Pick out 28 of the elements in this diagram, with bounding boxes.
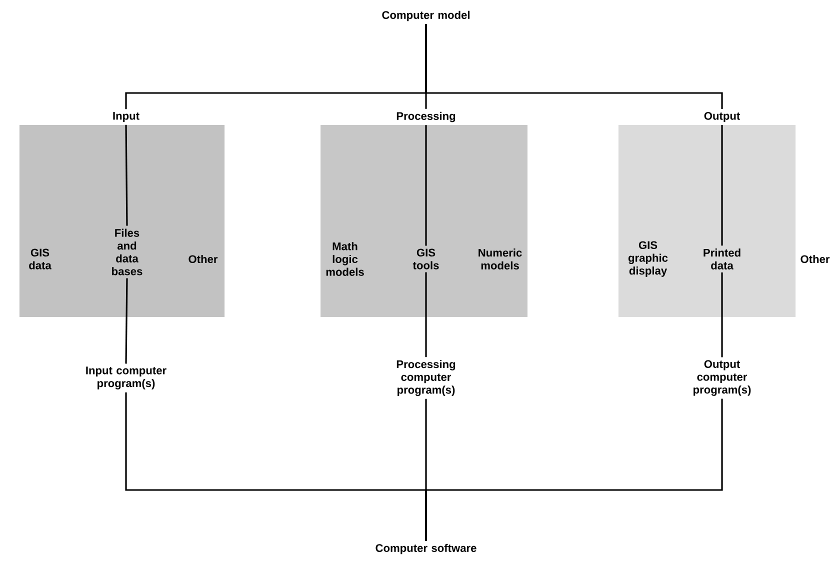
connector-line (125, 278, 128, 364)
box-text: Other (188, 254, 218, 264)
shaded-box (320, 125, 528, 317)
box-text: GIS graphic display (628, 241, 668, 277)
box-text: Files and data bases (112, 228, 142, 276)
box-text: GIS data (29, 248, 52, 270)
program-label: Input computer program(s) (86, 366, 166, 390)
connector-line (425, 125, 427, 246)
heading: Computer model (382, 10, 470, 22)
connector-line (721, 124, 723, 246)
program-label: Processing computer program(s) (396, 360, 456, 396)
connector-line (425, 24, 723, 110)
stage-label: Input (113, 112, 140, 122)
program-label: Output computer program(s) (694, 360, 751, 396)
heading: Computer software (376, 544, 476, 554)
shaded-box (19, 125, 225, 317)
connector-line (425, 272, 427, 358)
box-text: GIS tools (412, 248, 439, 270)
box-text: Printed data (704, 248, 740, 270)
side-text: Other (800, 254, 830, 264)
connector-line (125, 124, 128, 226)
shaded-box (618, 125, 796, 317)
stage-label: Output (704, 112, 740, 122)
stage-label: Processing (396, 112, 456, 122)
box-text: Math logic models (326, 242, 364, 276)
connector-line (721, 272, 723, 358)
box-text: Numeric models (478, 248, 522, 270)
connector-line (425, 398, 723, 541)
